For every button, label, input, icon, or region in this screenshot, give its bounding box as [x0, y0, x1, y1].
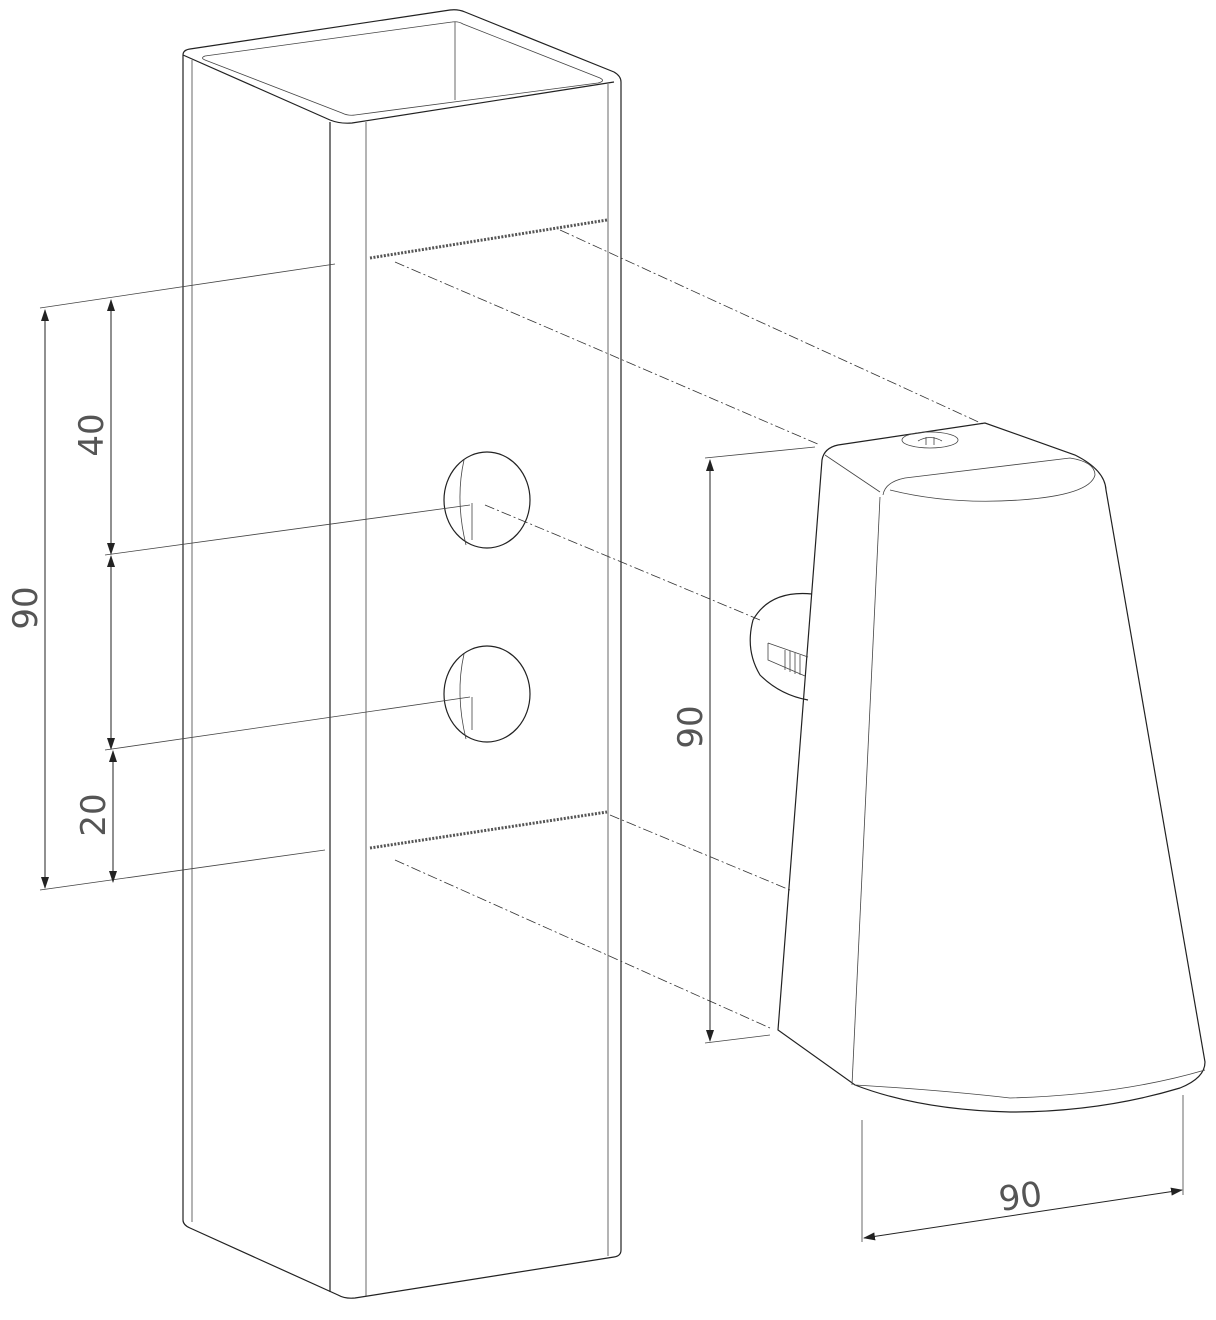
upper-hole: [443, 451, 531, 549]
upper-cut-line: [369, 218, 608, 260]
dim-cap-width: 90: [996, 1174, 1044, 1220]
projection-lines: [394, 229, 986, 1029]
lower-cut-line: [369, 810, 608, 850]
dim-post-bottom-offset: 20: [74, 793, 114, 836]
lower-hole: [443, 645, 531, 743]
square-post: [182, 9, 622, 1299]
dimension-lines: [39, 263, 1184, 1242]
logo-badge: [901, 431, 959, 449]
dim-post-total-height: 90: [6, 586, 46, 629]
post-cap: [749, 422, 1206, 1113]
dim-cap-height: 90: [671, 705, 711, 748]
dim-post-top-offset: 40: [72, 413, 112, 456]
screw-knob: [749, 592, 813, 701]
